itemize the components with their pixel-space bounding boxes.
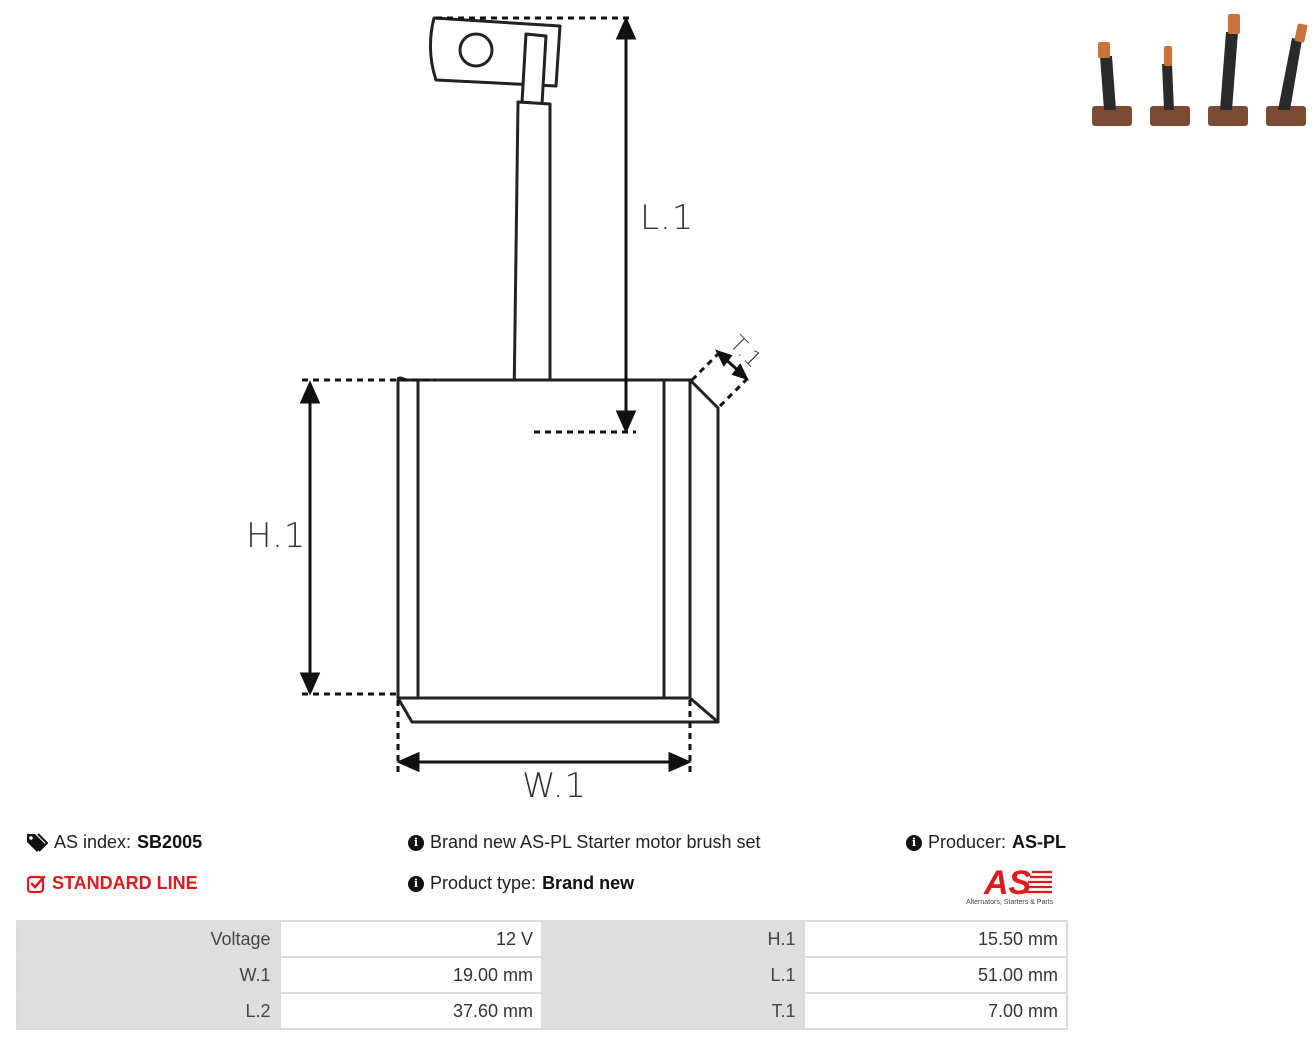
- spec-key: L.1: [541, 956, 806, 994]
- product-type-value: Brand new: [542, 873, 635, 893]
- spec-value: 19.00 mm: [278, 956, 544, 994]
- svg-text:AS: AS: [983, 864, 1032, 902]
- description-row: i Brand new AS-PL Starter motor brush se…: [408, 832, 761, 853]
- table-row: L.2 37.60 mm T.1 7.00 mm: [16, 992, 1068, 1030]
- spec-table: Voltage 12 V H.1 15.50 mm W.1 19.00 mm L…: [16, 920, 1068, 1030]
- table-row: W.1 19.00 mm L.1 51.00 mm: [16, 956, 1068, 994]
- spec-key: L.2: [16, 992, 281, 1030]
- technical-drawing: L.1 H.1 W.1 T.1: [246, 16, 767, 806]
- brush-drawing: [299, 16, 752, 773]
- product-photo[interactable]: [1088, 6, 1310, 128]
- as-logo: AS Alternators, Starters & Parts: [962, 862, 1070, 908]
- spec-key: Voltage: [16, 920, 281, 958]
- spec-value: 12 V: [278, 920, 544, 958]
- producer-row: i Producer: AS-PL: [906, 832, 1066, 853]
- spec-value: 15.50 mm: [803, 920, 1068, 958]
- product-type-label: Product type:: [430, 873, 537, 893]
- dimension-label-l1: L.1: [640, 198, 695, 238]
- standard-line-row: STANDARD LINE: [26, 873, 198, 894]
- as-index-label: AS index:: [54, 832, 132, 852]
- spec-key: T.1: [541, 992, 806, 1030]
- info-icon: i: [906, 834, 922, 851]
- producer-value: AS-PL: [1012, 832, 1067, 852]
- as-index-value: SB2005: [137, 832, 203, 852]
- standard-line-label: STANDARD LINE: [52, 873, 198, 893]
- brushes-image: [1092, 14, 1308, 126]
- spec-value: 37.60 mm: [278, 992, 544, 1030]
- info-icon: i: [408, 875, 424, 892]
- info-icon: i: [408, 834, 424, 851]
- spec-key: W.1: [16, 956, 281, 994]
- as-index-row: AS index: SB2005: [26, 832, 202, 853]
- tags-icon: [26, 832, 48, 853]
- spec-key: H.1: [541, 920, 806, 958]
- product-type-row: i Product type: Brand new: [408, 873, 634, 894]
- table-row: Voltage 12 V H.1 15.50 mm: [16, 920, 1068, 958]
- description-text: Brand new AS-PL Starter motor brush set: [430, 832, 761, 852]
- check-square-icon: [26, 874, 46, 894]
- dimension-label-h1: H.1: [246, 516, 307, 556]
- producer-label: Producer:: [928, 832, 1007, 852]
- svg-text:Alternators, Starters & Parts: Alternators, Starters & Parts: [966, 899, 1054, 906]
- spec-value: 51.00 mm: [803, 956, 1068, 994]
- dimension-label-w1: W.1: [522, 766, 588, 806]
- spec-value: 7.00 mm: [803, 992, 1068, 1030]
